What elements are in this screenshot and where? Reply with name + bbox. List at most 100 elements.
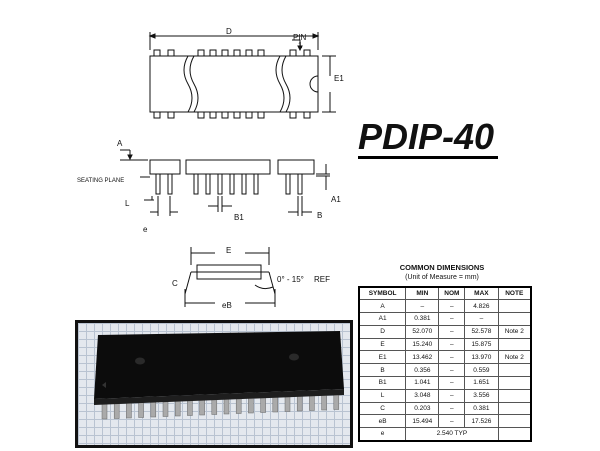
- cell-min: 15.240: [405, 337, 440, 352]
- cell-symbol: C: [358, 401, 407, 416]
- chip-pin: [174, 399, 181, 417]
- chip-pin: [309, 394, 315, 411]
- cell-max: 0.559: [464, 363, 499, 378]
- cell-symbol: e: [358, 427, 407, 442]
- label-C: C: [172, 279, 178, 288]
- cell-note: Note 2: [497, 350, 532, 365]
- package-title: PDIP-40: [358, 118, 499, 159]
- col-note: NOTE: [497, 286, 532, 301]
- cell-min: 13.462: [405, 350, 440, 365]
- cell-max: 15.875: [464, 337, 499, 352]
- cell-min: 0.381: [405, 312, 440, 326]
- end-view-drawing: [184, 247, 276, 307]
- dip-chip-image: [94, 331, 344, 420]
- label-angle: 0° - 15°: [277, 275, 304, 284]
- cell-symbol: B1: [358, 376, 407, 390]
- cell-symbol: L: [358, 388, 407, 403]
- label-pin-1: 1: [298, 41, 303, 50]
- cell-max: 1.651: [464, 376, 499, 390]
- cell-min: 0.356: [405, 363, 440, 378]
- cell-note: [497, 337, 532, 352]
- cell-symbol: D: [358, 324, 407, 339]
- label-D: D: [226, 27, 232, 36]
- cell-max: 13.970: [464, 350, 499, 365]
- table-title: COMMON DIMENSIONS: [399, 263, 485, 272]
- cell-value: 2.540 TYP: [405, 427, 499, 442]
- label-e: e: [143, 225, 148, 234]
- cell-symbol: E1: [358, 350, 407, 365]
- cell-symbol: eB: [358, 414, 407, 429]
- label-ref: REF: [314, 275, 330, 284]
- chip-pin: [101, 402, 108, 420]
- col-nom: NOM: [438, 286, 466, 301]
- table-heading: COMMON DIMENSIONS (Unit of Measure = mm): [372, 263, 512, 282]
- chip-pin: [126, 401, 132, 419]
- label-E1: E1: [334, 74, 344, 83]
- cell-nom: –: [438, 401, 466, 416]
- cell-nom: –: [438, 350, 466, 365]
- chip-pin: [321, 393, 327, 411]
- cell-nom: –: [438, 388, 466, 403]
- chip-pin: [187, 399, 193, 416]
- cell-note: [497, 401, 532, 416]
- chip-pin: [211, 398, 218, 415]
- cell-nom: –: [438, 312, 466, 326]
- chip-photo: [75, 320, 353, 448]
- cell-max: 52.578: [464, 324, 499, 339]
- cell-min: –: [405, 299, 440, 314]
- label-E: E: [226, 246, 232, 255]
- chip-pin: [223, 397, 230, 415]
- cell-max: –: [464, 312, 499, 326]
- cell-note: [497, 414, 532, 429]
- label-seating-plane: SEATING PLANE: [77, 178, 125, 184]
- label-B1: B1: [234, 213, 244, 222]
- label-A: A: [117, 139, 123, 148]
- cell-symbol: B: [358, 363, 407, 378]
- cell-nom: –: [438, 337, 466, 352]
- table-header-row: SYMBOL MIN NOM MAX NOTE: [358, 286, 532, 301]
- chip-pin: [248, 396, 254, 414]
- cell-note: [497, 363, 532, 378]
- cell-max: 4.826: [464, 299, 499, 314]
- cell-symbol: A: [358, 299, 407, 314]
- cell-symbol: E: [358, 337, 407, 352]
- cell-max: 17.526: [464, 414, 499, 429]
- chip-pin: [296, 394, 303, 412]
- cell-nom: –: [438, 376, 466, 390]
- cell-min: 3.048: [405, 388, 440, 403]
- chip-pin: [150, 400, 157, 418]
- cell-nom: –: [438, 299, 466, 314]
- cell-min: 52.070: [405, 324, 440, 339]
- label-B: B: [317, 211, 323, 220]
- cell-nom: –: [438, 363, 466, 378]
- cell-max: 3.556: [464, 388, 499, 403]
- cell-min: 0.203: [405, 401, 440, 416]
- chip-pin: [199, 398, 205, 416]
- chip-pin: [138, 401, 144, 418]
- chip-pin: [284, 395, 291, 412]
- label-pin: PIN: [293, 33, 307, 42]
- top-view-drawing: [148, 32, 336, 119]
- chip-pin: [162, 400, 169, 417]
- cell-note: Note 2: [497, 324, 532, 339]
- side-view-drawing: [120, 149, 330, 216]
- cell-min: 1.041: [405, 376, 440, 390]
- chip-pin: [113, 402, 120, 419]
- col-symbol: SYMBOL: [358, 286, 407, 301]
- cell-note: [497, 299, 532, 314]
- label-A1: A1: [331, 195, 341, 204]
- cell-symbol: A1: [358, 312, 407, 326]
- table-row: e 2.540 TYP: [358, 427, 532, 442]
- cell-note: [497, 388, 532, 403]
- cell-nom: –: [438, 324, 466, 339]
- chip-pin: [333, 393, 340, 410]
